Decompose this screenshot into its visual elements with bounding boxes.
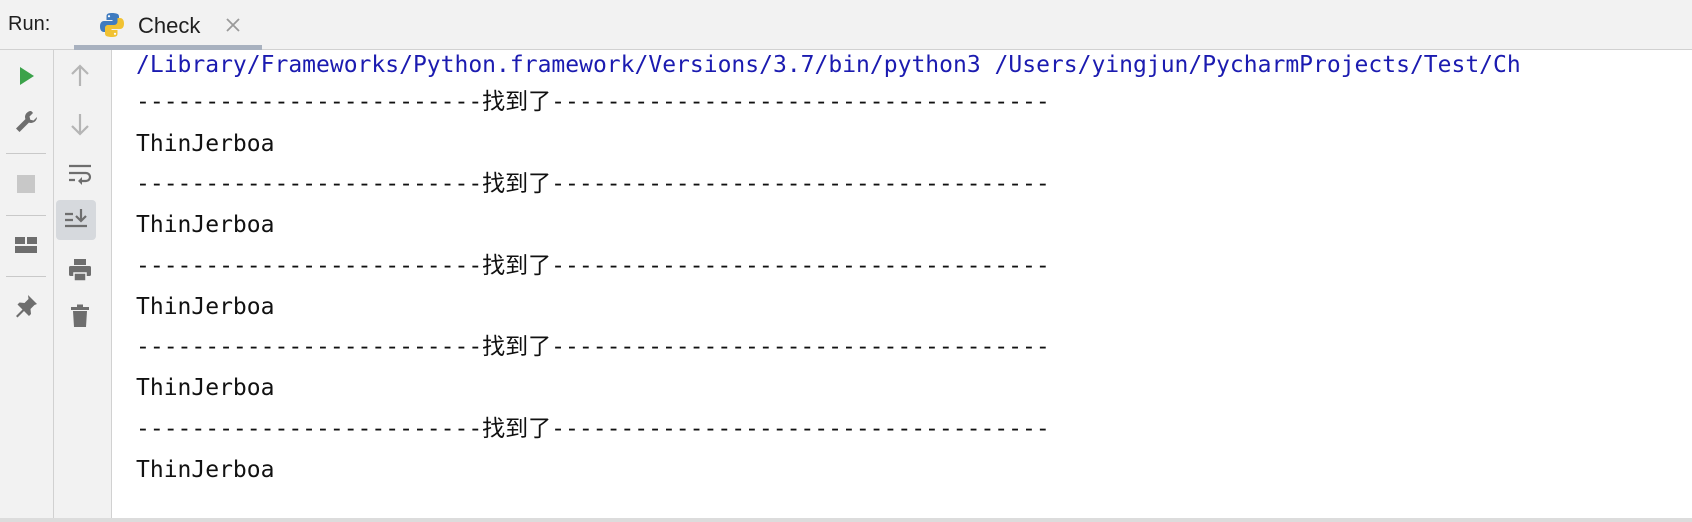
console-line-output: ThinJerboa (136, 131, 275, 157)
run-toolbar-right (54, 50, 112, 522)
close-icon[interactable] (224, 16, 242, 34)
scroll-to-end-icon (65, 209, 87, 228)
layout-icon (15, 237, 37, 253)
clear-all-button[interactable] (60, 296, 100, 336)
toolbar-separator (6, 215, 46, 216)
wrench-icon (16, 111, 37, 132)
print-button[interactable] (60, 250, 100, 290)
tab-check[interactable]: Check (74, 0, 262, 50)
python-icon (100, 13, 124, 37)
restore-layout-button[interactable] (6, 225, 46, 265)
console-line-output: ThinJerboa (136, 212, 275, 238)
stop-button[interactable] (6, 164, 46, 204)
arrow-up-icon (71, 64, 89, 86)
run-label: Run: (8, 13, 51, 35)
console-line-separator: -------------------------找到了------------… (136, 89, 1050, 115)
console-output[interactable]: /Library/Frameworks/Python.framework/Ver… (112, 50, 1692, 518)
run-tool-window-header: Run: Check (0, 0, 1692, 50)
tab-title: Check (138, 13, 201, 38)
console-line-separator: -------------------------找到了------------… (136, 171, 1050, 197)
print-icon (69, 259, 91, 282)
bottom-scroll-edge (0, 518, 1692, 522)
console-line-separator: -------------------------找到了------------… (136, 416, 1050, 442)
pin-icon (16, 295, 37, 318)
console-line-output: ThinJerboa (136, 375, 275, 401)
next-occurrence-button[interactable] (60, 104, 100, 144)
stop-icon (17, 175, 35, 193)
console-line-output: ThinJerboa (136, 457, 275, 483)
soft-wrap-button[interactable] (60, 154, 100, 194)
toolbar-separator (6, 276, 46, 277)
previous-occurrence-button[interactable] (60, 56, 100, 96)
console-line-separator: -------------------------找到了------------… (136, 253, 1050, 279)
pin-tab-button[interactable] (6, 286, 46, 326)
console-line-command: /Library/Frameworks/Python.framework/Ver… (136, 52, 1521, 78)
scroll-to-end-button[interactable] (56, 200, 96, 240)
arrow-down-icon (71, 114, 89, 136)
run-icon (20, 67, 34, 85)
edit-configuration-button[interactable] (6, 102, 46, 142)
trash-icon (71, 304, 89, 327)
soft-wrap-icon (69, 164, 92, 185)
console-line-output: ThinJerboa (136, 294, 275, 320)
toolbar-separator (6, 153, 46, 154)
run-toolbar-left (0, 50, 54, 522)
console-line-separator: -------------------------找到了------------… (136, 334, 1050, 360)
rerun-button[interactable] (6, 56, 46, 96)
